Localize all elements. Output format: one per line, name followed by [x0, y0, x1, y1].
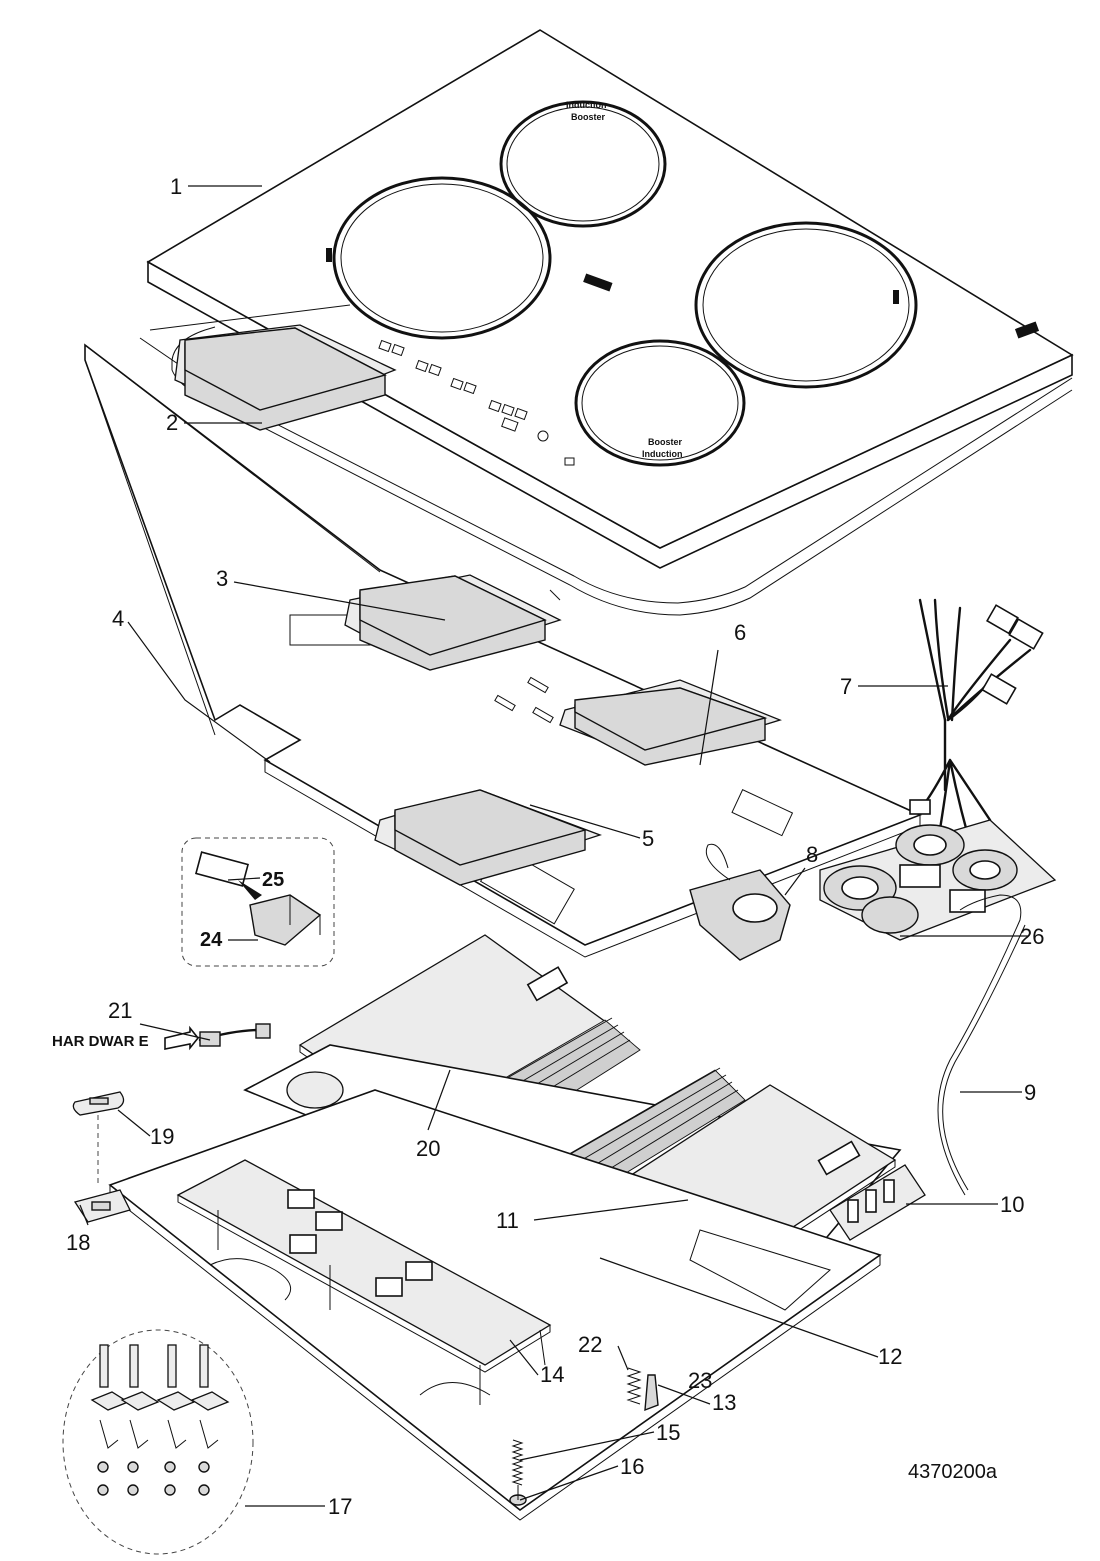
- callout-11: 11: [496, 1208, 519, 1233]
- part-filter-board: [819, 819, 1057, 941]
- part-glass-cooktop: Induction Booster Booster Induction: [146, 29, 1074, 569]
- callout-23: 23: [688, 1368, 712, 1393]
- part-induction-coil-front: [374, 789, 602, 886]
- callout-10: 10: [1000, 1192, 1024, 1217]
- callout-26: 26: [1020, 924, 1044, 949]
- part-power-cord: [937, 894, 1026, 1196]
- part-wiring-harness: [909, 598, 1044, 862]
- leader-lines: [79, 185, 1028, 1507]
- callout-16: 16: [620, 1454, 644, 1479]
- part-foot-16: [509, 1485, 527, 1506]
- kit-17-mounting-clips: [62, 1329, 254, 1555]
- callout-6: 6: [734, 620, 746, 645]
- callout-20: 20: [416, 1136, 440, 1161]
- part-induction-coil-left: [174, 324, 397, 431]
- callout-1: 1: [170, 174, 182, 199]
- callout-8: 8: [806, 842, 818, 867]
- callout-14: 14: [540, 1362, 564, 1387]
- part-bracket-23: [644, 1374, 659, 1412]
- callout-18: 18: [66, 1230, 90, 1255]
- callout-4: 4: [112, 606, 124, 631]
- part-hardware-cable: [164, 1023, 271, 1051]
- zone-label-booster: Booster: [571, 112, 606, 122]
- callout-5: 5: [642, 826, 654, 851]
- part-cap-19: [72, 1091, 125, 1116]
- callout-9: 9: [1024, 1080, 1036, 1105]
- callout-numbers: 1 2 3 4 5 6 7 8 9 10 11 12 13 14 15 16 1…: [66, 174, 1044, 1519]
- kit-24-25: [181, 837, 335, 967]
- callout-13: 13: [712, 1390, 736, 1415]
- callout-2: 2: [166, 410, 178, 435]
- part-induction-coil-rear: [344, 574, 562, 671]
- callout-21: 21: [108, 998, 132, 1023]
- part-terminal-block: [829, 1164, 926, 1241]
- hardware-label: HAR DWAR E: [52, 1033, 149, 1050]
- part-cooling-fan: [689, 843, 791, 961]
- callout-24: 24: [200, 929, 223, 951]
- part-induction-coil-right: [559, 679, 782, 766]
- zone-label-induction: Induction: [566, 100, 607, 110]
- callout-25: 25: [262, 869, 284, 891]
- callout-7: 7: [840, 674, 852, 699]
- callout-12: 12: [878, 1344, 902, 1369]
- part-spring-22: [626, 1367, 642, 1405]
- zone-label-booster-front: Booster: [648, 437, 683, 447]
- drawing-code: 4370200a: [908, 1461, 998, 1483]
- part-bracket-18: [73, 1189, 131, 1223]
- part-spring-15: [511, 1439, 524, 1486]
- callout-19: 19: [150, 1124, 174, 1149]
- callout-15: 15: [656, 1420, 680, 1445]
- part-control-board: [176, 1159, 552, 1405]
- callout-22: 22: [578, 1332, 602, 1357]
- touch-control-keys: [378, 339, 575, 466]
- callout-17: 17: [328, 1494, 352, 1519]
- callout-3: 3: [216, 566, 228, 591]
- zone-label-induction-front: Induction: [642, 449, 683, 459]
